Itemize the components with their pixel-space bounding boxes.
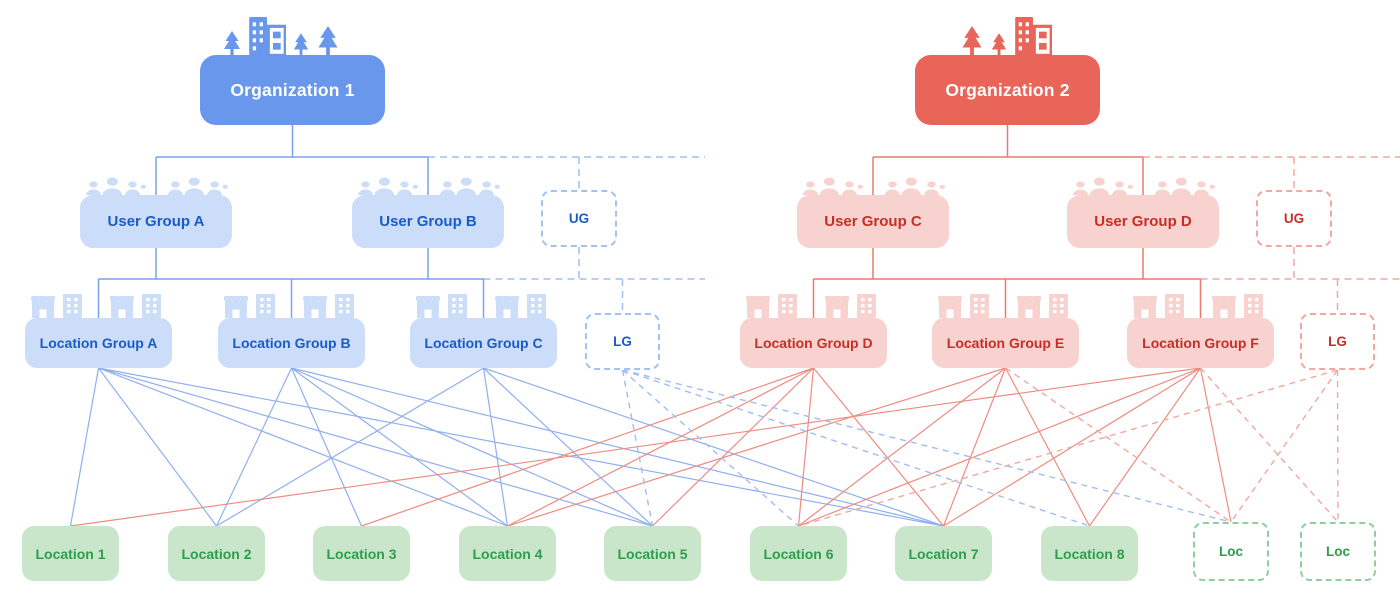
location-group-f-node: Location Group F	[1127, 318, 1274, 368]
people-icon	[803, 177, 863, 195]
storefront-building-icon	[495, 294, 546, 318]
user-group-d-node: User Group D	[1067, 195, 1219, 248]
people-icon	[440, 177, 500, 195]
location-group-a-node: Location Group A	[25, 318, 172, 368]
people-icons	[801, 175, 945, 195]
user-group-placeholder-red: UG	[1256, 190, 1332, 247]
location-group-placeholder-red: LG	[1300, 313, 1375, 370]
storefront-icons	[744, 292, 883, 318]
tree-icon	[224, 31, 240, 57]
location-3-node: Location 3	[313, 526, 410, 581]
storefront-building-icon	[1017, 294, 1068, 318]
location-placeholder-2: Loc	[1300, 522, 1376, 581]
storefront-building-icon	[31, 294, 82, 318]
location-group-e-node: Location Group E	[932, 318, 1079, 368]
location-group-d-node: Location Group D	[740, 318, 887, 368]
user-group-b-node: User Group B	[352, 195, 504, 248]
tree-icon	[318, 26, 338, 57]
user-group-placeholder-blue: UG	[541, 190, 617, 247]
org2-decoration-icons	[960, 17, 1120, 57]
buildings-icon	[248, 17, 286, 57]
tree-icon	[991, 33, 1007, 57]
storefront-icons	[936, 292, 1075, 318]
storefront-building-icon	[224, 294, 275, 318]
storefront-building-icon	[110, 294, 161, 318]
people-icon	[1155, 177, 1215, 195]
storefront-icons	[29, 292, 168, 318]
tree-icon	[962, 26, 982, 57]
location-2-node: Location 2	[168, 526, 265, 581]
location-8-node: Location 8	[1041, 526, 1138, 581]
location-6-node: Location 6	[750, 526, 847, 581]
buildings-icon	[1014, 17, 1052, 57]
location-group-placeholder-blue: LG	[585, 313, 660, 370]
people-icon	[168, 177, 228, 195]
storefront-building-icon	[303, 294, 354, 318]
storefront-building-icon	[1133, 294, 1184, 318]
location-7-node: Location 7	[895, 526, 992, 581]
storefront-building-icon	[746, 294, 797, 318]
people-icon	[1073, 177, 1133, 195]
user-group-a-node: User Group A	[80, 195, 232, 248]
location-1-node: Location 1	[22, 526, 119, 581]
location-5-node: Location 5	[604, 526, 701, 581]
storefront-building-icon	[825, 294, 876, 318]
people-icons	[1071, 175, 1215, 195]
location-placeholder-1: Loc	[1193, 522, 1269, 581]
location-group-c-node: Location Group C	[410, 318, 557, 368]
storefront-icons	[1131, 292, 1270, 318]
storefront-icons	[222, 292, 361, 318]
organization-1-node: Organization 1	[200, 55, 385, 125]
storefront-building-icon	[416, 294, 467, 318]
people-icon	[885, 177, 945, 195]
organization-2-node: Organization 2	[915, 55, 1100, 125]
location-group-b-node: Location Group B	[218, 318, 365, 368]
people-icon	[86, 177, 146, 195]
people-icons	[356, 175, 500, 195]
people-icon	[358, 177, 418, 195]
org1-decoration-icons	[222, 17, 382, 57]
storefront-building-icon	[938, 294, 989, 318]
storefront-building-icon	[1212, 294, 1263, 318]
tree-icon	[293, 33, 309, 57]
people-icons	[84, 175, 228, 195]
storefront-icons	[414, 292, 553, 318]
user-group-c-node: User Group C	[797, 195, 949, 248]
location-4-node: Location 4	[459, 526, 556, 581]
